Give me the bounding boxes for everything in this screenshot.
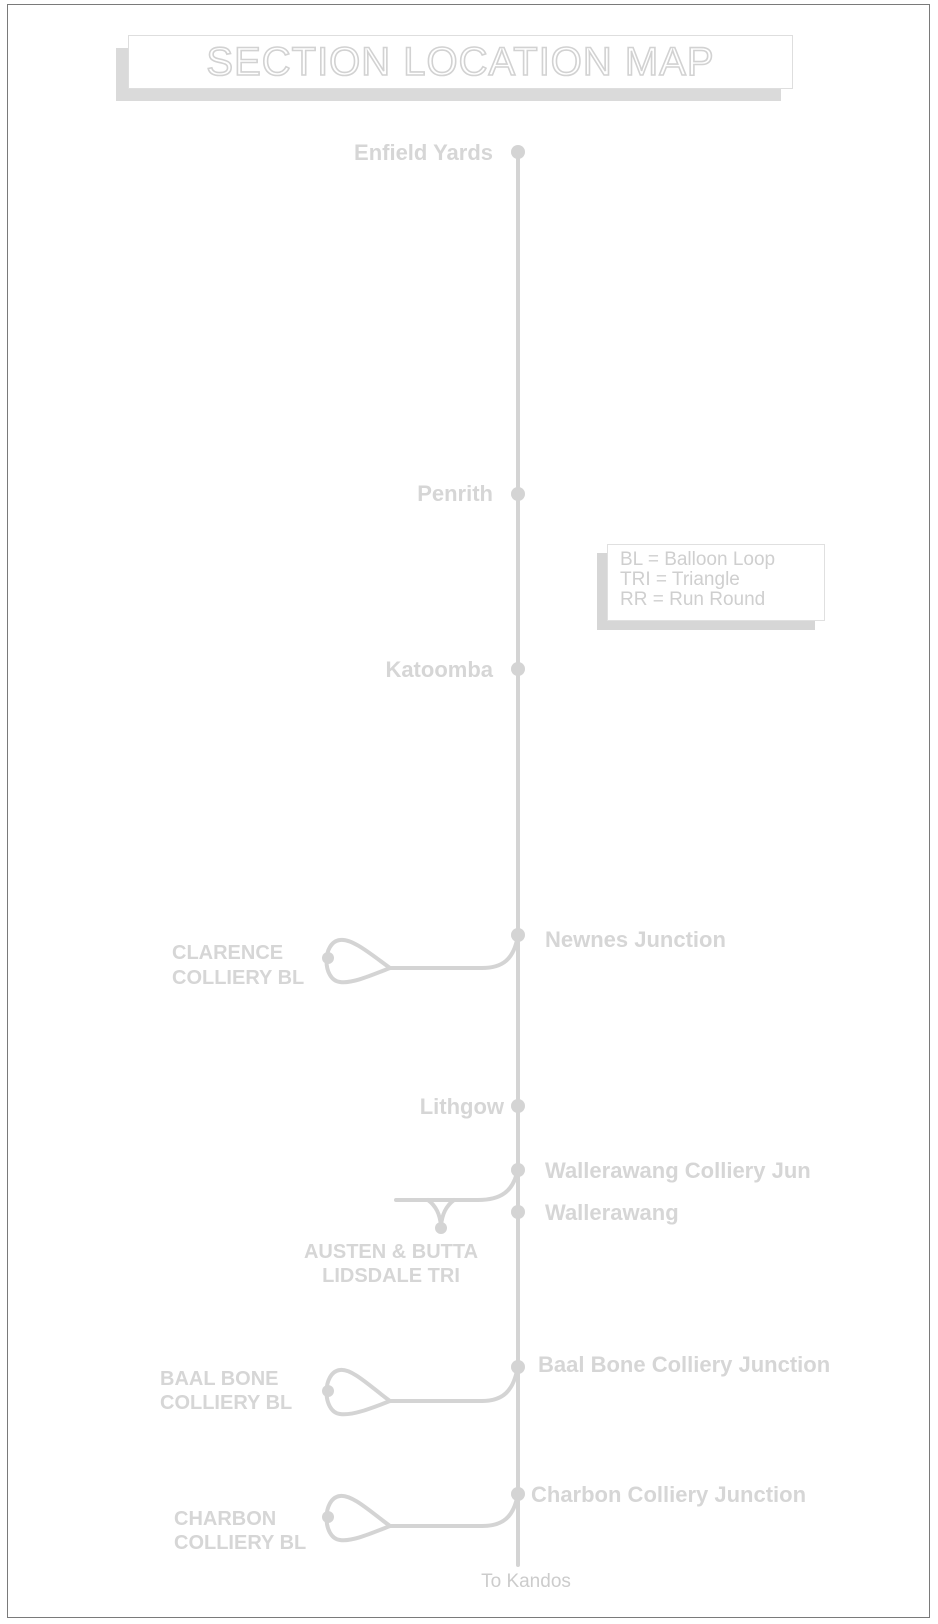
station-dot-wallerawang — [511, 1205, 525, 1219]
austen-branch — [394, 1166, 520, 1202]
station-label-wallerawang: Wallerawang — [545, 1200, 679, 1225]
legend: BL = Balloon Loop TRI = Triangle RR = Ru… — [607, 544, 825, 621]
legend-line-rr: RR = Run Round — [620, 589, 766, 610]
station-label-wallerawang-colliery: Wallerawang Colliery Jun — [545, 1158, 811, 1183]
station-dot-charbon — [511, 1487, 525, 1501]
siding-label-clarence-line2: COLLIERY BL — [172, 967, 304, 989]
clarence-branch — [388, 933, 520, 970]
baal-bone-balloon-loop — [324, 1367, 392, 1417]
end-label-to-kandos: To Kandos — [481, 1571, 571, 1592]
title-box: SECTION LOCATION MAP — [128, 35, 793, 89]
station-label-lithgow: Lithgow — [420, 1094, 505, 1119]
station-dot-newnes — [511, 928, 525, 942]
station-label-katoomba: Katoomba — [385, 657, 493, 682]
station-dot-lithgow — [511, 1099, 525, 1113]
station-dot-penrith — [511, 487, 525, 501]
legend-line-bl: BL = Balloon Loop — [620, 549, 776, 570]
map-title: SECTION LOCATION MAP — [206, 39, 715, 85]
station-dot-enfield — [511, 145, 525, 159]
siding-label-austen-line2: LIDSDALE TRI — [322, 1265, 460, 1287]
charbon-branch — [388, 1491, 520, 1528]
siding-label-baal-bone-line2: COLLIERY BL — [160, 1392, 292, 1414]
station-dot-wallerawang-colliery — [511, 1163, 525, 1177]
siding-dot-baal-bone — [322, 1385, 334, 1397]
siding-label-baal-bone-line1: BAAL BONE — [160, 1368, 279, 1390]
siding-dot-austen — [435, 1222, 447, 1234]
siding-label-clarence-line1: CLARENCE — [172, 942, 283, 964]
station-label-newnes: Newnes Junction — [545, 927, 726, 952]
station-dot-baal-bone — [511, 1360, 525, 1374]
siding-dot-clarence — [322, 952, 334, 964]
siding-label-charbon-line2: COLLIERY BL — [174, 1532, 306, 1554]
station-label-baal-bone-junction: Baal Bone Colliery Junction — [538, 1352, 830, 1377]
station-label-enfield: Enfield Yards — [354, 140, 493, 165]
charbon-balloon-loop — [324, 1493, 392, 1543]
map-frame — [7, 4, 930, 1618]
station-label-penrith: Penrith — [417, 481, 493, 506]
baal-bone-branch — [388, 1363, 520, 1403]
siding-label-charbon-line1: CHARBON — [174, 1508, 276, 1530]
station-label-charbon-junction: Charbon Colliery Junction — [531, 1482, 806, 1507]
legend-line-tri: TRI = Triangle — [620, 569, 740, 590]
station-dot-katoomba — [511, 662, 525, 676]
siding-dot-charbon — [322, 1511, 334, 1523]
siding-label-austen-line1: AUSTEN & BUTTA — [304, 1241, 478, 1263]
clarence-balloon-loop — [324, 937, 392, 985]
